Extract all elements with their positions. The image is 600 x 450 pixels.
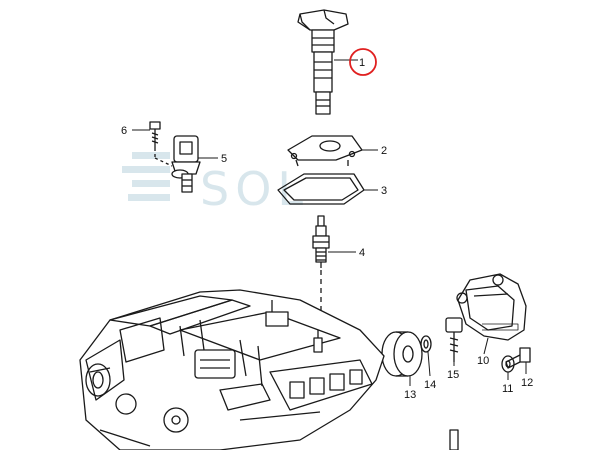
pulley-bolt: [445, 317, 463, 362]
flange-housing: [456, 273, 527, 341]
flange-bolt: [505, 347, 531, 369]
callout-1: 1: [359, 57, 365, 69]
callout-4: 4: [359, 247, 365, 259]
callout-labels: 1 2 3 4 5 6 10 11 12 13 14 15: [121, 57, 533, 401]
callout-14: 14: [424, 379, 436, 391]
spark-plug: [312, 215, 330, 268]
o-ring: [420, 335, 432, 353]
camshaft-sensor: [171, 135, 201, 193]
watermark: SOL: [122, 152, 309, 216]
watermark-text: SOL: [200, 162, 309, 216]
coil-bracket-plate: [287, 135, 363, 167]
callout-15: 15: [447, 369, 459, 381]
watermark-logo-icon: [122, 152, 170, 201]
leader-lines: [132, 59, 527, 386]
callout-2: 2: [381, 145, 387, 157]
callout-5: 5: [221, 153, 227, 165]
highlight-circle: [349, 48, 377, 76]
callout-6: 6: [121, 125, 127, 137]
ignition-coil: [297, 9, 349, 115]
callout-3: 3: [381, 185, 387, 197]
callout-13: 13: [404, 389, 416, 401]
callout-10: 10: [477, 355, 489, 367]
callout-11: 11: [502, 383, 513, 395]
callout-12: 12: [521, 377, 533, 389]
v-engine-assembly: [79, 289, 459, 450]
sensor-bolt: [149, 121, 173, 167]
pulley: [381, 331, 423, 377]
